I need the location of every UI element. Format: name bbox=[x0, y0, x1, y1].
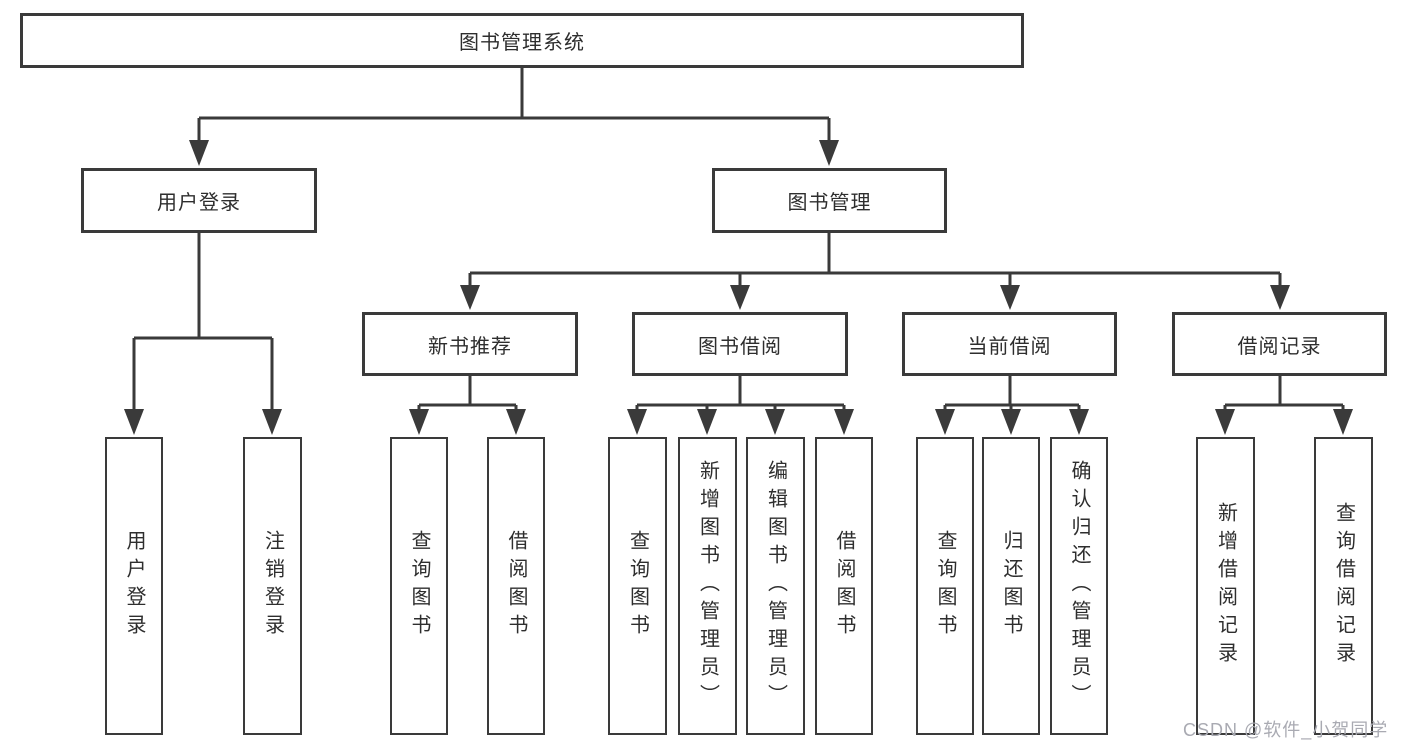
node-borrow-records: 借阅记录 bbox=[1172, 312, 1387, 376]
leaf-recommend-query-books-label: 查询图书 bbox=[408, 530, 430, 642]
leaf-logout-label: 注销登录 bbox=[261, 530, 284, 642]
leaf-query-borrow-record-label: 查询借阅记录 bbox=[1332, 502, 1355, 670]
arrowheads bbox=[124, 140, 1353, 435]
leaf-confirm-return-admin-label: 确认归还（管理员） bbox=[1068, 460, 1090, 712]
node-borrow-records-label: 借阅记录 bbox=[1237, 335, 1322, 358]
leaf-add-book-admin-label: 新增图书（管理员） bbox=[696, 460, 719, 712]
node-user-login: 用户登录 bbox=[81, 168, 317, 233]
leaf-borrow-book-label: 借阅图书 bbox=[833, 530, 855, 642]
watermark: CSDN @软件_小贺同学 bbox=[1183, 720, 1389, 740]
node-new-book-recommend: 新书推荐 bbox=[362, 312, 578, 376]
node-library-system: 图书管理系统 bbox=[20, 13, 1024, 68]
leaf-add-borrow-record-label: 新增借阅记录 bbox=[1214, 502, 1237, 670]
leaf-borrow-query-books: 查询图书 bbox=[608, 437, 667, 735]
leaf-add-borrow-record: 新增借阅记录 bbox=[1196, 437, 1255, 735]
leaf-recommend-query-books: 查询图书 bbox=[390, 437, 448, 735]
leaf-borrow-book: 借阅图书 bbox=[815, 437, 873, 735]
node-book-borrow: 图书借阅 bbox=[632, 312, 848, 376]
leaf-user-login-label: 用户登录 bbox=[123, 530, 145, 642]
leaf-return-book: 归还图书 bbox=[982, 437, 1040, 735]
node-book-management: 图书管理 bbox=[712, 168, 947, 233]
leaf-recommend-borrow-books-label: 借阅图书 bbox=[505, 530, 527, 642]
leaf-add-book-admin: 新增图书（管理员） bbox=[678, 437, 737, 735]
leaf-recommend-borrow-books: 借阅图书 bbox=[487, 437, 545, 735]
node-current-borrow-label: 当前借阅 bbox=[967, 335, 1052, 358]
node-library-system-label: 图书管理系统 bbox=[459, 32, 585, 54]
node-current-borrow: 当前借阅 bbox=[902, 312, 1117, 376]
leaf-confirm-return-admin: 确认归还（管理员） bbox=[1050, 437, 1108, 735]
leaf-edit-book-admin-label: 编辑图书（管理员） bbox=[764, 460, 787, 712]
node-user-login-label: 用户登录 bbox=[157, 192, 241, 214]
node-book-borrow-label: 图书借阅 bbox=[698, 335, 782, 358]
leaf-current-query-books: 查询图书 bbox=[916, 437, 974, 735]
leaf-current-query-books-label: 查询图书 bbox=[934, 530, 956, 642]
leaf-return-book-label: 归还图书 bbox=[1000, 530, 1022, 642]
leaf-borrow-query-books-label: 查询图书 bbox=[626, 530, 649, 642]
leaf-user-login: 用户登录 bbox=[105, 437, 163, 735]
leaf-query-borrow-record: 查询借阅记录 bbox=[1314, 437, 1373, 735]
node-book-management-label: 图书管理 bbox=[787, 192, 872, 214]
node-new-book-recommend-label: 新书推荐 bbox=[428, 335, 512, 358]
leaf-edit-book-admin: 编辑图书（管理员） bbox=[746, 437, 805, 735]
leaf-logout: 注销登录 bbox=[243, 437, 302, 735]
